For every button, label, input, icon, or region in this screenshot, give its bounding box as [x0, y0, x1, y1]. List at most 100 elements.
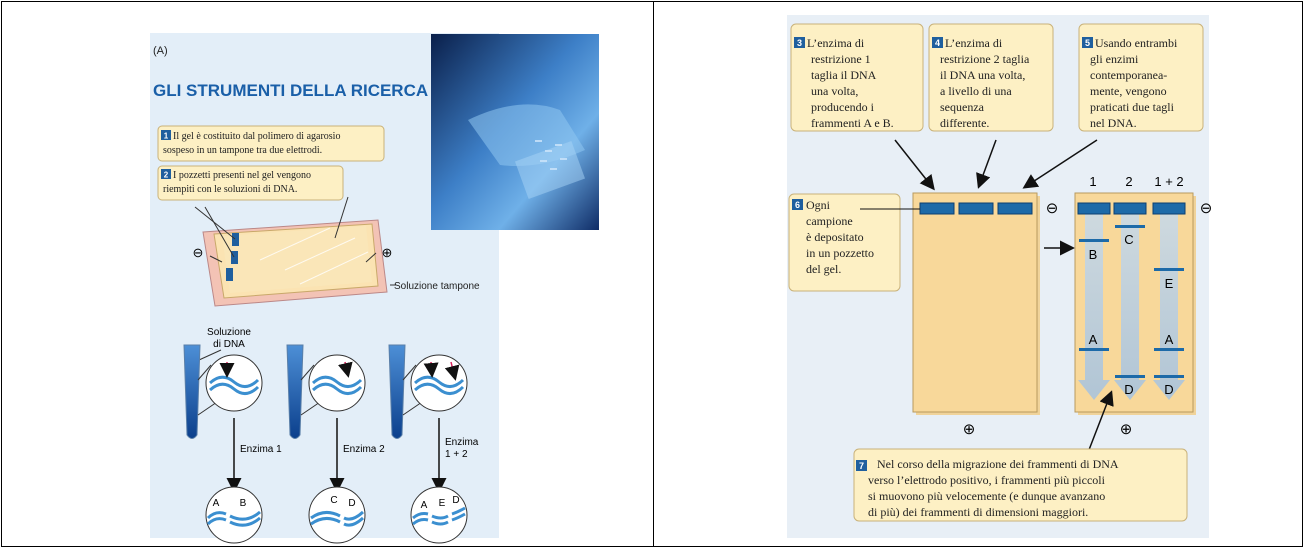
gel1-minus: ⊖ [1046, 200, 1059, 217]
callout-2-line1: I pozzetti presenti nel gel vengono [173, 170, 311, 181]
callout-7-text: Nel corso della migrazione dei frammenti… [868, 457, 1121, 519]
band-label-b: B [1089, 247, 1098, 262]
frag3-label-e: E [439, 498, 446, 509]
callout-6-line: campione [806, 214, 853, 228]
enzyme-3-label-line1: Enzima [445, 437, 479, 448]
arrow-4 [976, 139, 997, 189]
callout-3-line: taglia il DNA [811, 68, 877, 82]
frag2-label-c: C [330, 495, 337, 506]
callout-3: 3 L’enzima di restrizione 1 taglia il DN… [790, 23, 924, 132]
panel-divider [653, 1, 654, 547]
lane-label-2: 2 [1125, 174, 1132, 189]
gel-photo [431, 34, 599, 230]
callout-6-number: 6 [795, 200, 800, 210]
callout-4: 4 L’enzima di restrizione 2 taglia il DN… [928, 23, 1054, 132]
callout-4-line: restrizione 2 taglia [940, 52, 1030, 66]
band-label-d-lane2: D [1124, 382, 1133, 397]
left-panel: (A) GLI STRUMENTI DELLA RICERCA 1 Il gel… [150, 33, 599, 544]
callout-4-line: differente. [940, 116, 989, 130]
tube-1 [183, 344, 263, 439]
callout-5-line: gli enzimi [1090, 52, 1139, 66]
callout-6-line: è depositato [806, 230, 864, 244]
dna-label-line1: Soluzione [207, 327, 251, 338]
callout-4-line: sequenza [940, 100, 985, 114]
callout-4-line: il DNA una volta, [940, 68, 1025, 82]
callout-7: 7 Nel corso della migrazione dei frammen… [853, 448, 1188, 522]
gel2-plus: ⊕ [1120, 421, 1133, 438]
callout-3-line: restrizione 1 [811, 52, 871, 66]
callout-4-line: a livello di una [940, 84, 1012, 98]
callout-3-line: L’enzima di [807, 36, 865, 50]
callout-5-text: Usando entrambi gli enzimi contemporanea… [1090, 36, 1180, 130]
figure-title: GLI STRUMENTI DELLA RICERCA [153, 81, 428, 100]
panel-label: (A) [153, 45, 168, 57]
tube-2 [286, 344, 366, 439]
right-panel: 3 L’enzima di restrizione 1 taglia il DN… [787, 15, 1212, 538]
band-label-e: E [1165, 276, 1174, 291]
callout-3-text: L’enzima di restrizione 1 taglia il DNA … [807, 36, 894, 130]
gel-tray [194, 196, 396, 307]
fragments-1: A B [205, 486, 263, 544]
gel-after [1074, 192, 1196, 415]
dna-label-line2: di DNA [213, 339, 245, 350]
callout-1: 1 Il gel è costituito dal polimero di ag… [157, 125, 385, 162]
callout-6: 6 Ogni campione è depositato in un pozze… [788, 193, 901, 292]
callout-5: 5 Usando entrambi gli enzimi contemporan… [1078, 23, 1204, 132]
callout-5-line: contemporanea- [1090, 68, 1167, 82]
callout-7-line: Nel corso della migrazione dei frammenti… [877, 457, 1119, 471]
fragments-3: A E D [410, 486, 468, 544]
callout-5-line: mente, vengono [1090, 84, 1167, 98]
callout-7-number: 7 [859, 461, 864, 471]
callout-6-line: del gel. [806, 262, 841, 276]
arrow-3 [894, 139, 935, 191]
callout-2: 2 I pozzetti presenti nel gel vengono ri… [157, 165, 344, 201]
callout-6-line: in un pozzetto [806, 246, 874, 260]
callout-1-line2: sospeso in un tampone tra due elettrodi. [163, 145, 322, 156]
buffer-label: Soluzione tampone [394, 281, 480, 292]
callout-6-text: Ogni campione è depositato in un pozzett… [806, 198, 877, 276]
callout-4-number: 4 [935, 38, 940, 48]
gel2-minus: ⊖ [1200, 200, 1213, 217]
callout-7-line: si muovono più velocemente (e dunque ava… [868, 489, 1105, 503]
callout-4-text: L’enzima di restrizione 2 taglia il DNA … [940, 36, 1032, 130]
left-minus-electrode: ⊖ [193, 245, 204, 260]
fragments-2: C D [308, 486, 366, 544]
gel1-plus: ⊕ [963, 421, 976, 438]
band-label-c: C [1124, 232, 1133, 247]
frag2-label-d: D [348, 498, 355, 509]
callout-2-line2: riempiti con le soluzioni di DNA. [163, 184, 297, 195]
band-label-a-lane3: A [1165, 332, 1174, 347]
callout-7-line: di più) dei frammenti di dimensioni magg… [868, 505, 1088, 519]
frag3-label-d: D [452, 495, 459, 506]
enzyme-3-label-line2: 1 + 2 [445, 449, 468, 460]
callout-7-line: verso l’elettrodo positivo, i frammenti … [868, 473, 1106, 487]
left-plus-electrode: ⊕ [382, 245, 393, 260]
tube-3 [388, 344, 468, 439]
enzyme-2-label: Enzima 2 [343, 444, 385, 455]
callout-5-number: 5 [1085, 38, 1090, 48]
band-label-a-lane1: A [1089, 332, 1098, 347]
frag1-label-b: B [240, 498, 247, 509]
callout-3-line: frammenti A e B. [811, 116, 894, 130]
band-label-d-lane3: D [1164, 382, 1173, 397]
frag3-label-a: A [421, 500, 428, 511]
callout-3-line: una volta, [811, 84, 858, 98]
lane-label-3: 1 + 2 [1154, 174, 1183, 189]
frag1-label-a: A [213, 498, 220, 509]
callout-4-line: L’enzima di [945, 36, 1003, 50]
callout-5-line: Usando entrambi [1095, 36, 1178, 50]
callout-1-line1: Il gel è costituito dal polimero di agar… [173, 131, 340, 142]
callout-3-line: producendo i [811, 100, 875, 114]
callout-2-number: 2 [164, 171, 169, 180]
callout-1-number: 1 [164, 132, 169, 141]
gel-before [912, 192, 1040, 415]
arrow-5 [1022, 139, 1098, 189]
lane-label-1: 1 [1089, 174, 1096, 189]
callout-5-line: praticati due tagli [1090, 100, 1175, 114]
enzyme-1-label: Enzima 1 [240, 444, 282, 455]
callout-6-line: Ogni [806, 198, 831, 212]
arrow-7 [1086, 390, 1114, 456]
callout-5-line: nel DNA. [1090, 116, 1137, 130]
